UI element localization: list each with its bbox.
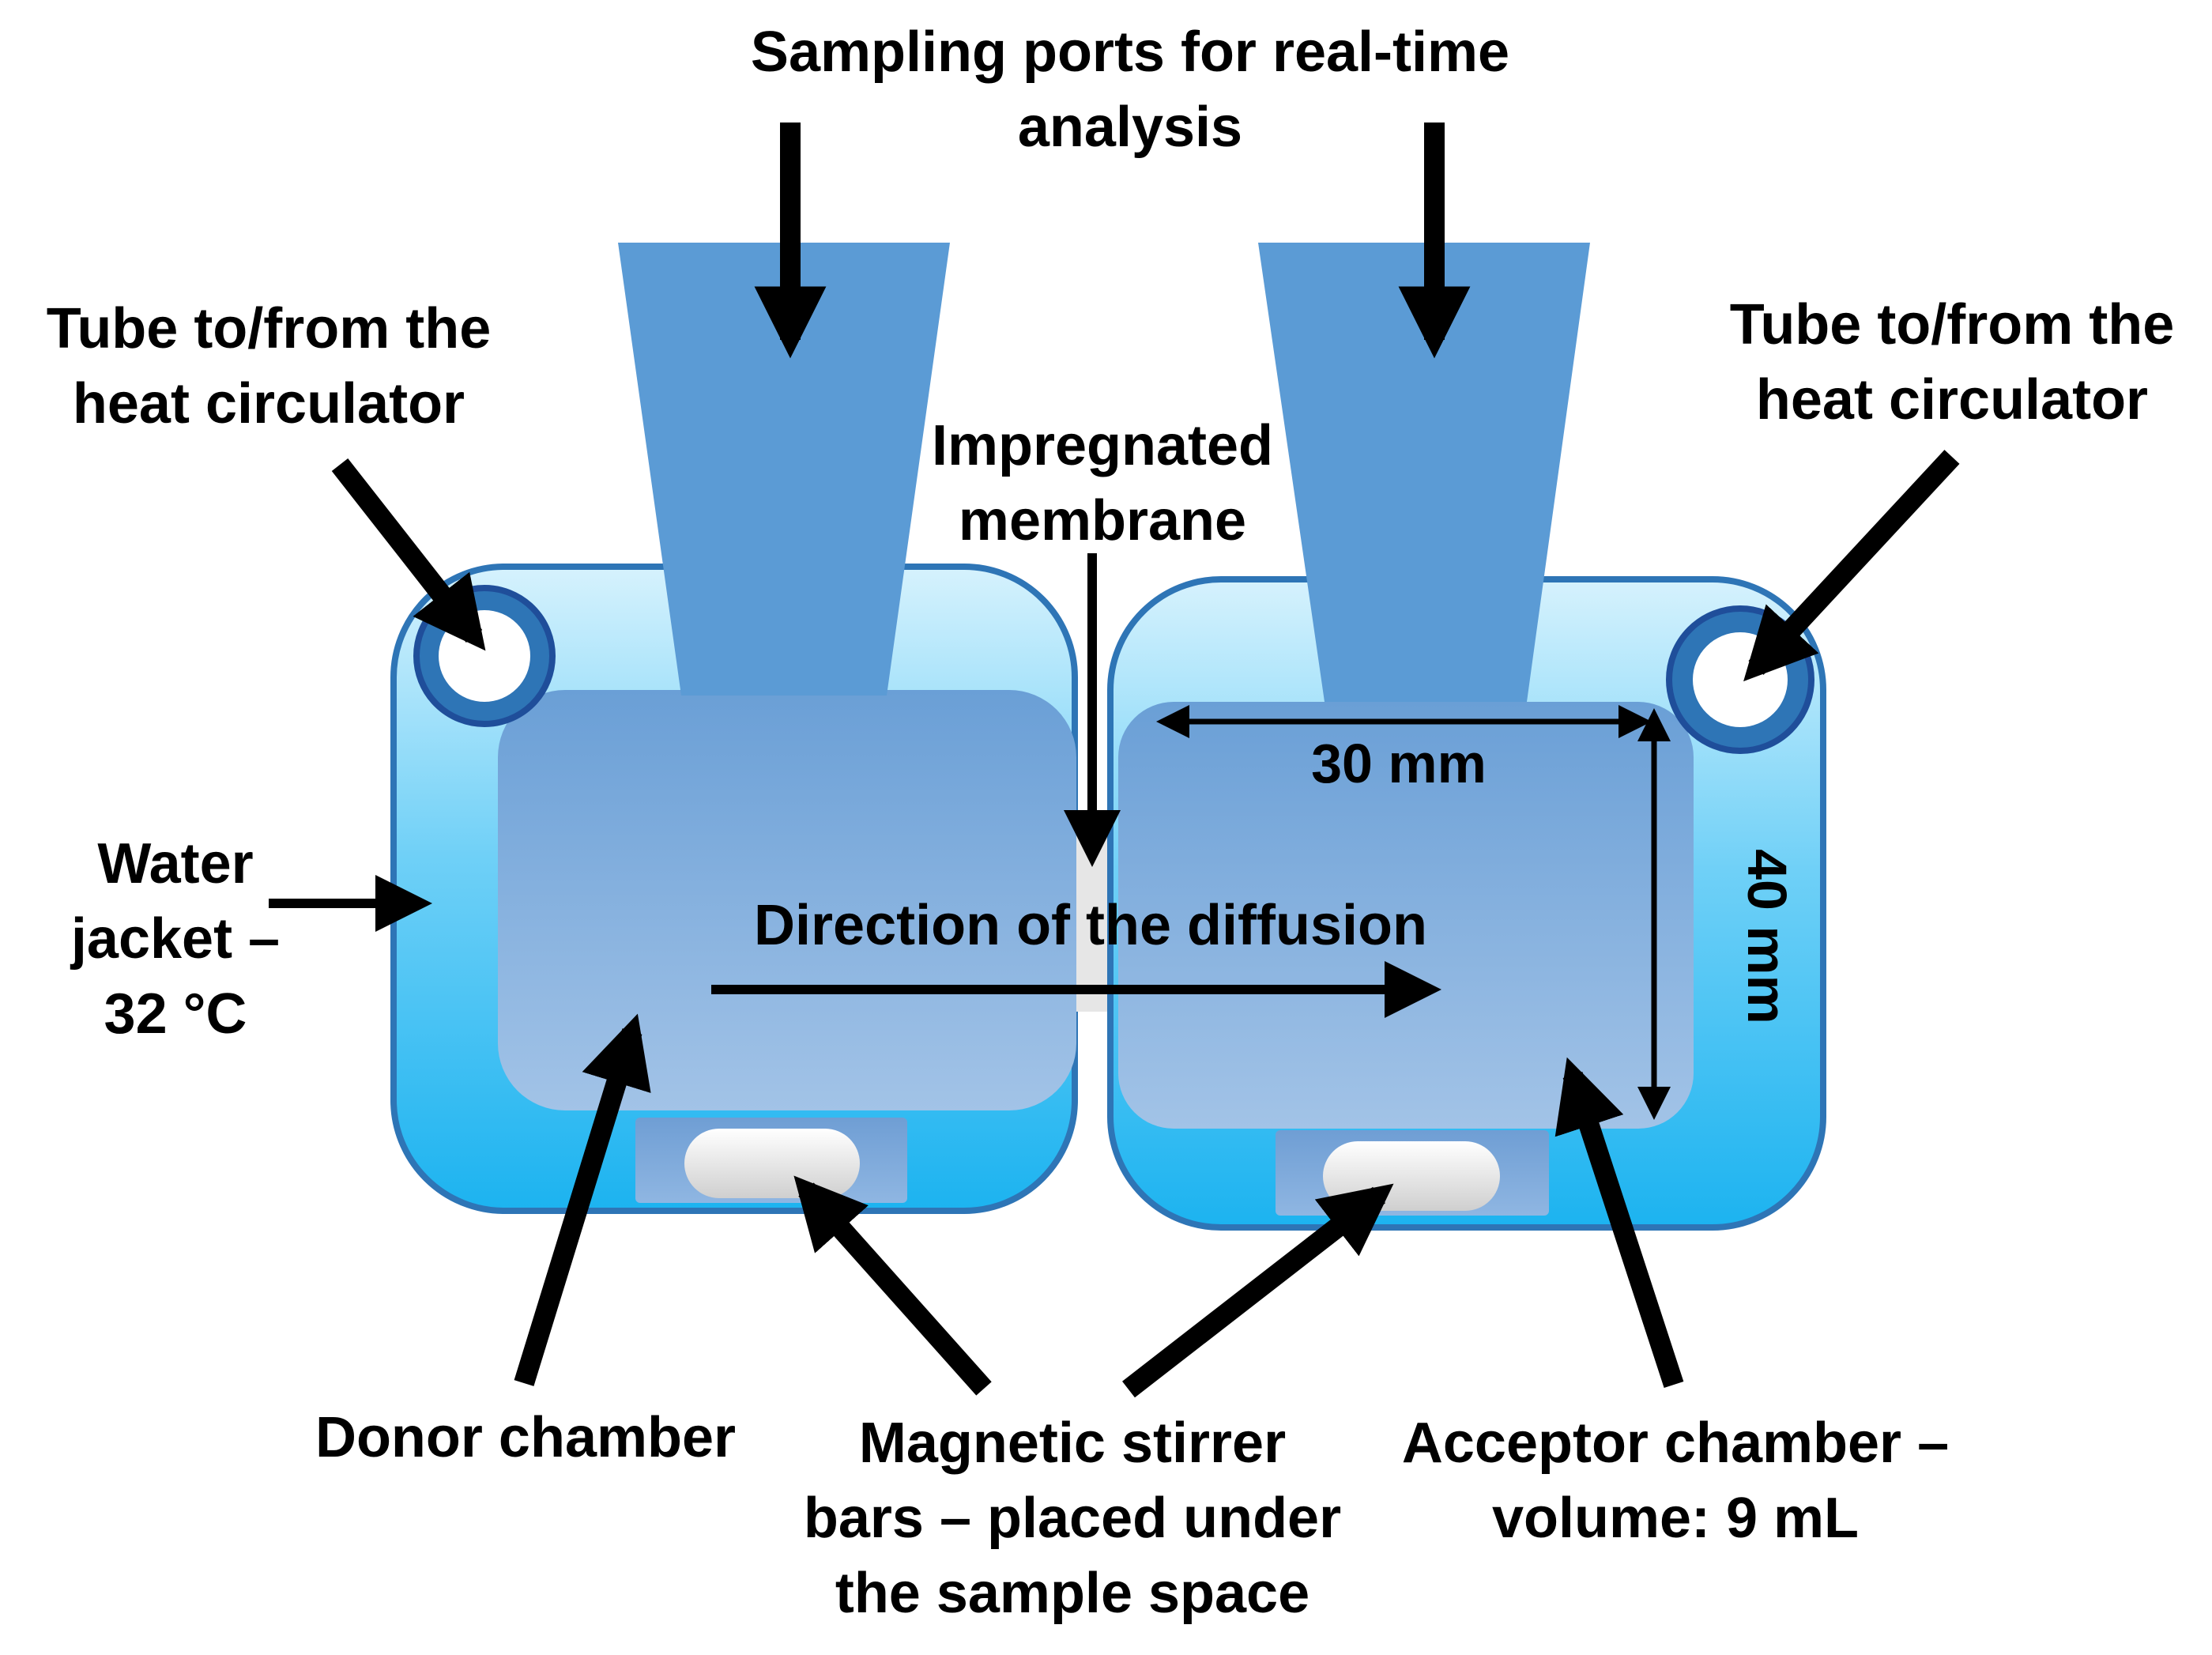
acceptor-chamber-arrow	[1554, 1057, 1684, 1389]
donor-sampling-port	[618, 243, 950, 696]
water-jacket-label-line1: Water	[97, 832, 253, 895]
acceptor-chamber-label-line1: Acceptor chamber –	[1402, 1412, 1949, 1475]
stirrer-label-line3: the sample space	[835, 1562, 1309, 1625]
sampling-ports-label-line2: analysis	[1018, 96, 1242, 159]
tube-arrow-left	[331, 458, 486, 651]
acceptor-sampling-port	[1258, 243, 1590, 702]
tube-arrow-right	[1743, 450, 1960, 682]
water-jacket-label-line3: 32 °C	[104, 982, 247, 1046]
height-dimension-label: 40 mm	[1736, 849, 1798, 1024]
sampling-ports-label-line1: Sampling ports for real-time	[751, 21, 1509, 84]
tube-right-label-line1: Tube to/from the	[1730, 293, 2175, 356]
water-jacket-label-line2: jacket –	[70, 907, 280, 971]
diffusion-direction-label: Direction of the diffusion	[754, 894, 1427, 957]
membrane-label-line1: Impregnated	[932, 414, 1273, 477]
acceptor-chamber-space	[1118, 702, 1694, 1129]
membrane-label-line2: membrane	[959, 489, 1246, 552]
width-dimension-label: 30 mm	[1311, 733, 1487, 794]
stirrer-arrow-right	[1122, 1183, 1394, 1398]
donor-chamber-arrow	[514, 1013, 651, 1386]
stirrer-arrow-left	[793, 1175, 992, 1396]
donor-stirrer-bar	[684, 1129, 860, 1198]
tube-right-label-line2: heat circulator	[1756, 368, 2148, 432]
acceptor-stirrer-bar	[1323, 1141, 1500, 1211]
callout-arrows	[269, 123, 1960, 1398]
donor-chamber-space	[498, 690, 1076, 1110]
acceptor-chamber-label-line2: volume: 9 mL	[1492, 1487, 1859, 1550]
stirrer-label-line1: Magnetic stirrer	[859, 1412, 1286, 1475]
tube-left-label-line1: Tube to/from the	[47, 297, 492, 360]
stirrer-label-line2: bars – placed under	[804, 1487, 1341, 1550]
labels: Sampling ports for real-time analysis Tu…	[47, 21, 2175, 1625]
tube-left-label-line2: heat circulator	[73, 372, 465, 435]
donor-chamber-label: Donor chamber	[315, 1406, 736, 1469]
donor-cell	[390, 243, 1078, 1214]
